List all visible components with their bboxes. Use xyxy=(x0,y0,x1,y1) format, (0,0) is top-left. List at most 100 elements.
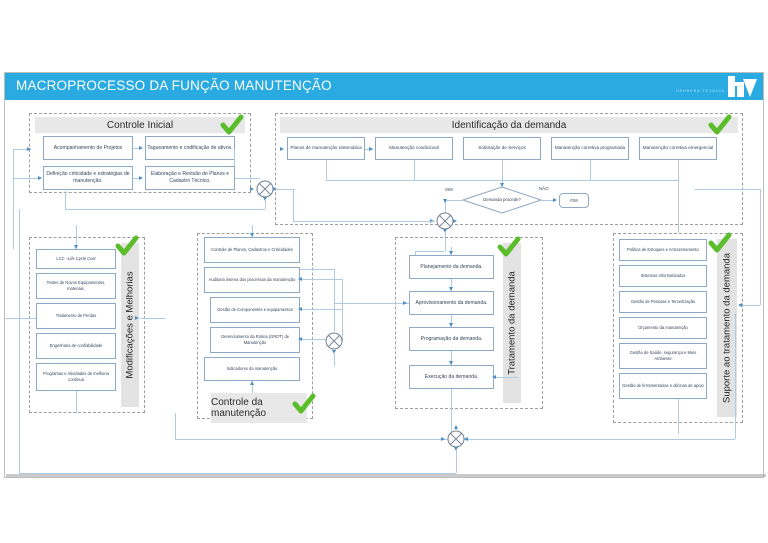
arrow-icon xyxy=(250,186,254,191)
node-programas-melhoria-continua[interactable]: Programas e Atividades de melhoria contí… xyxy=(36,363,116,391)
connector xyxy=(76,391,77,413)
connector xyxy=(445,231,446,251)
page-title: MACROPROCESSO DA FUNÇÃO MANUTENÇÃO xyxy=(16,78,332,93)
connector xyxy=(19,209,20,473)
connector xyxy=(451,315,452,327)
arrow-icon xyxy=(448,361,453,365)
connector xyxy=(415,251,445,252)
arrow-icon xyxy=(442,229,447,233)
slide-frame: MACROPROCESSO DA FUNÇÃO MANUTENÇÃO HERRE… xyxy=(4,72,764,478)
node-gerenciamento-rotina-grot[interactable]: Gerenciamento da Rotina (GROT) de Manute… xyxy=(210,327,300,353)
arrow-icon xyxy=(73,245,78,249)
connector xyxy=(252,381,253,393)
node-planejamento-demanda[interactable]: Planejamento da demanda. xyxy=(409,255,494,279)
band-controle-inicial: Controle Inicial xyxy=(35,117,245,133)
connector xyxy=(451,389,452,434)
connector xyxy=(293,221,435,222)
arrow-icon xyxy=(249,233,254,237)
connector xyxy=(300,309,342,310)
connector xyxy=(414,160,415,180)
node-definicao-criticidade[interactable]: Definição criticidade e estratégias de m… xyxy=(43,166,133,190)
node-manutencao-condicional[interactable]: Manutenção condicional xyxy=(375,137,453,160)
arrow-icon xyxy=(453,218,457,223)
connector xyxy=(300,269,334,270)
arrow-icon xyxy=(738,302,742,307)
arrow-icon xyxy=(331,350,336,354)
band-identificacao-demanda: Identificação da demanda xyxy=(280,117,738,133)
node-planos-manutencao-sistematica[interactable]: Planos de manutenção sistemática xyxy=(287,137,365,160)
arrow-icon xyxy=(453,447,458,451)
node-manutencao-corretiva-emergencial[interactable]: Manutenção corretiva emergencial xyxy=(639,137,717,160)
connector xyxy=(678,180,679,233)
connector xyxy=(275,189,295,190)
node-gestao-saude-seguranca[interactable]: Gestão de Saúde, segurança e Meio Ambien… xyxy=(619,343,707,369)
node-elaboracao-revisao-planos[interactable]: Elaboração e Revisão de Planos e Cadastr… xyxy=(145,166,235,190)
branch-label-nao: NÃO xyxy=(539,186,549,191)
connector xyxy=(740,305,760,306)
node-manutencao-corretiva-programada[interactable]: Manutenção corretiva programada xyxy=(551,137,629,160)
node-engenharia-confiabilidade[interactable]: Engenharia de confiabilidade xyxy=(36,333,116,359)
arrow-icon xyxy=(27,146,31,151)
arrow-icon xyxy=(464,436,468,441)
group-identificacao-demanda xyxy=(275,113,743,225)
arrow-icon xyxy=(442,199,447,203)
connector xyxy=(293,189,294,221)
arrow-icon xyxy=(280,146,284,151)
node-indicadores-manutencao[interactable]: Indicadores da manutenção xyxy=(204,357,300,381)
node-sistemas-informatizados[interactable]: Sistemas Informatizados xyxy=(619,265,707,287)
node-tratamento-perdas[interactable]: Tratamento de Perdas xyxy=(36,303,116,329)
node-programacao-demanda[interactable]: Programação da demanda. xyxy=(409,327,494,351)
connector xyxy=(678,399,679,434)
connector xyxy=(451,279,452,291)
arrow-icon xyxy=(448,323,453,327)
connector xyxy=(456,449,457,473)
arrow-icon xyxy=(448,287,453,291)
node-gestao-ferramentarias[interactable]: Gestão de ferramentarias e oficinas de a… xyxy=(619,373,707,399)
arrow-icon xyxy=(453,425,458,429)
arrow-icon xyxy=(298,306,302,311)
connector xyxy=(735,313,736,439)
node-controle-planos-cadastros[interactable]: Controle de Planos, Cadastros e Criticid… xyxy=(204,237,300,263)
decision-demanda-procede[interactable]: Demanda procede? xyxy=(462,186,542,214)
connector xyxy=(760,189,761,305)
logo-h-arm-icon xyxy=(737,82,744,97)
node-gestao-componentes[interactable]: Gestão de Componentes e equipamentos xyxy=(210,297,300,323)
arrow-icon xyxy=(430,218,434,223)
arrow-icon xyxy=(262,197,267,201)
connector xyxy=(265,199,266,209)
connector xyxy=(234,149,235,166)
node-orcamento-manutencao[interactable]: Orçamento da manutenção xyxy=(619,317,707,339)
connector xyxy=(19,473,456,474)
terminator-fim[interactable]: FIM xyxy=(559,193,589,208)
node-solicitacao-servicos[interactable]: Solicitação de Serviços xyxy=(463,137,541,160)
connector xyxy=(334,303,409,304)
slide-header-bar: MACROPROCESSO DA FUNÇÃO MANUTENÇÃO HERRE… xyxy=(5,73,763,100)
logo-subtext: HERRERA TECNICA xyxy=(676,89,725,93)
node-auditoria-interna[interactable]: Auditoria interna dos processos da manut… xyxy=(204,267,300,293)
check-icon-controle-inicial xyxy=(220,114,244,136)
arrow-icon xyxy=(38,175,42,180)
arrow-icon xyxy=(135,315,139,320)
node-acompanhamento-projetos[interactable]: Acompanhamento de Projetos xyxy=(43,136,133,160)
node-aprovisionamento-demanda[interactable]: Aprovisionamento da demanda. xyxy=(409,291,494,315)
band-tratamento-demanda: Tratamento da demanda xyxy=(503,243,521,403)
connector xyxy=(451,351,452,365)
band-controle-manutencao: Controle da manutenção xyxy=(211,393,307,423)
connector xyxy=(445,200,446,214)
node-execucao-demanda[interactable]: Execução da demanda. xyxy=(409,365,494,389)
node-gestao-pessoas-terceirizacao[interactable]: Gestão de Pessoas e Terceirização xyxy=(619,291,707,313)
slide-drop-shadow xyxy=(6,474,766,477)
connector xyxy=(140,318,165,319)
junction-node-3 xyxy=(324,331,344,351)
node-testes-novos-equipamentos[interactable]: Testes de Novos Equipamentos, materiais. xyxy=(36,273,116,299)
node-lcc-life-cycle-cost[interactable]: LCC – Life Cycle Cost xyxy=(36,249,116,269)
check-icon-modificacoes-melhorias xyxy=(115,235,139,257)
arrow-icon xyxy=(298,276,302,281)
node-tagueamento-codificacao[interactable]: Tagueamento e codificação de ativos. xyxy=(145,136,235,160)
band-suporte-tratamento: Suporte ao tratamento da demanda xyxy=(717,239,737,417)
connector xyxy=(5,318,36,319)
connector xyxy=(13,149,14,249)
node-politica-estoques[interactable]: Política de Estoques e Armazenamento xyxy=(619,239,707,261)
check-icon-tratamento-demanda xyxy=(497,236,521,258)
arrow-icon xyxy=(553,197,557,202)
